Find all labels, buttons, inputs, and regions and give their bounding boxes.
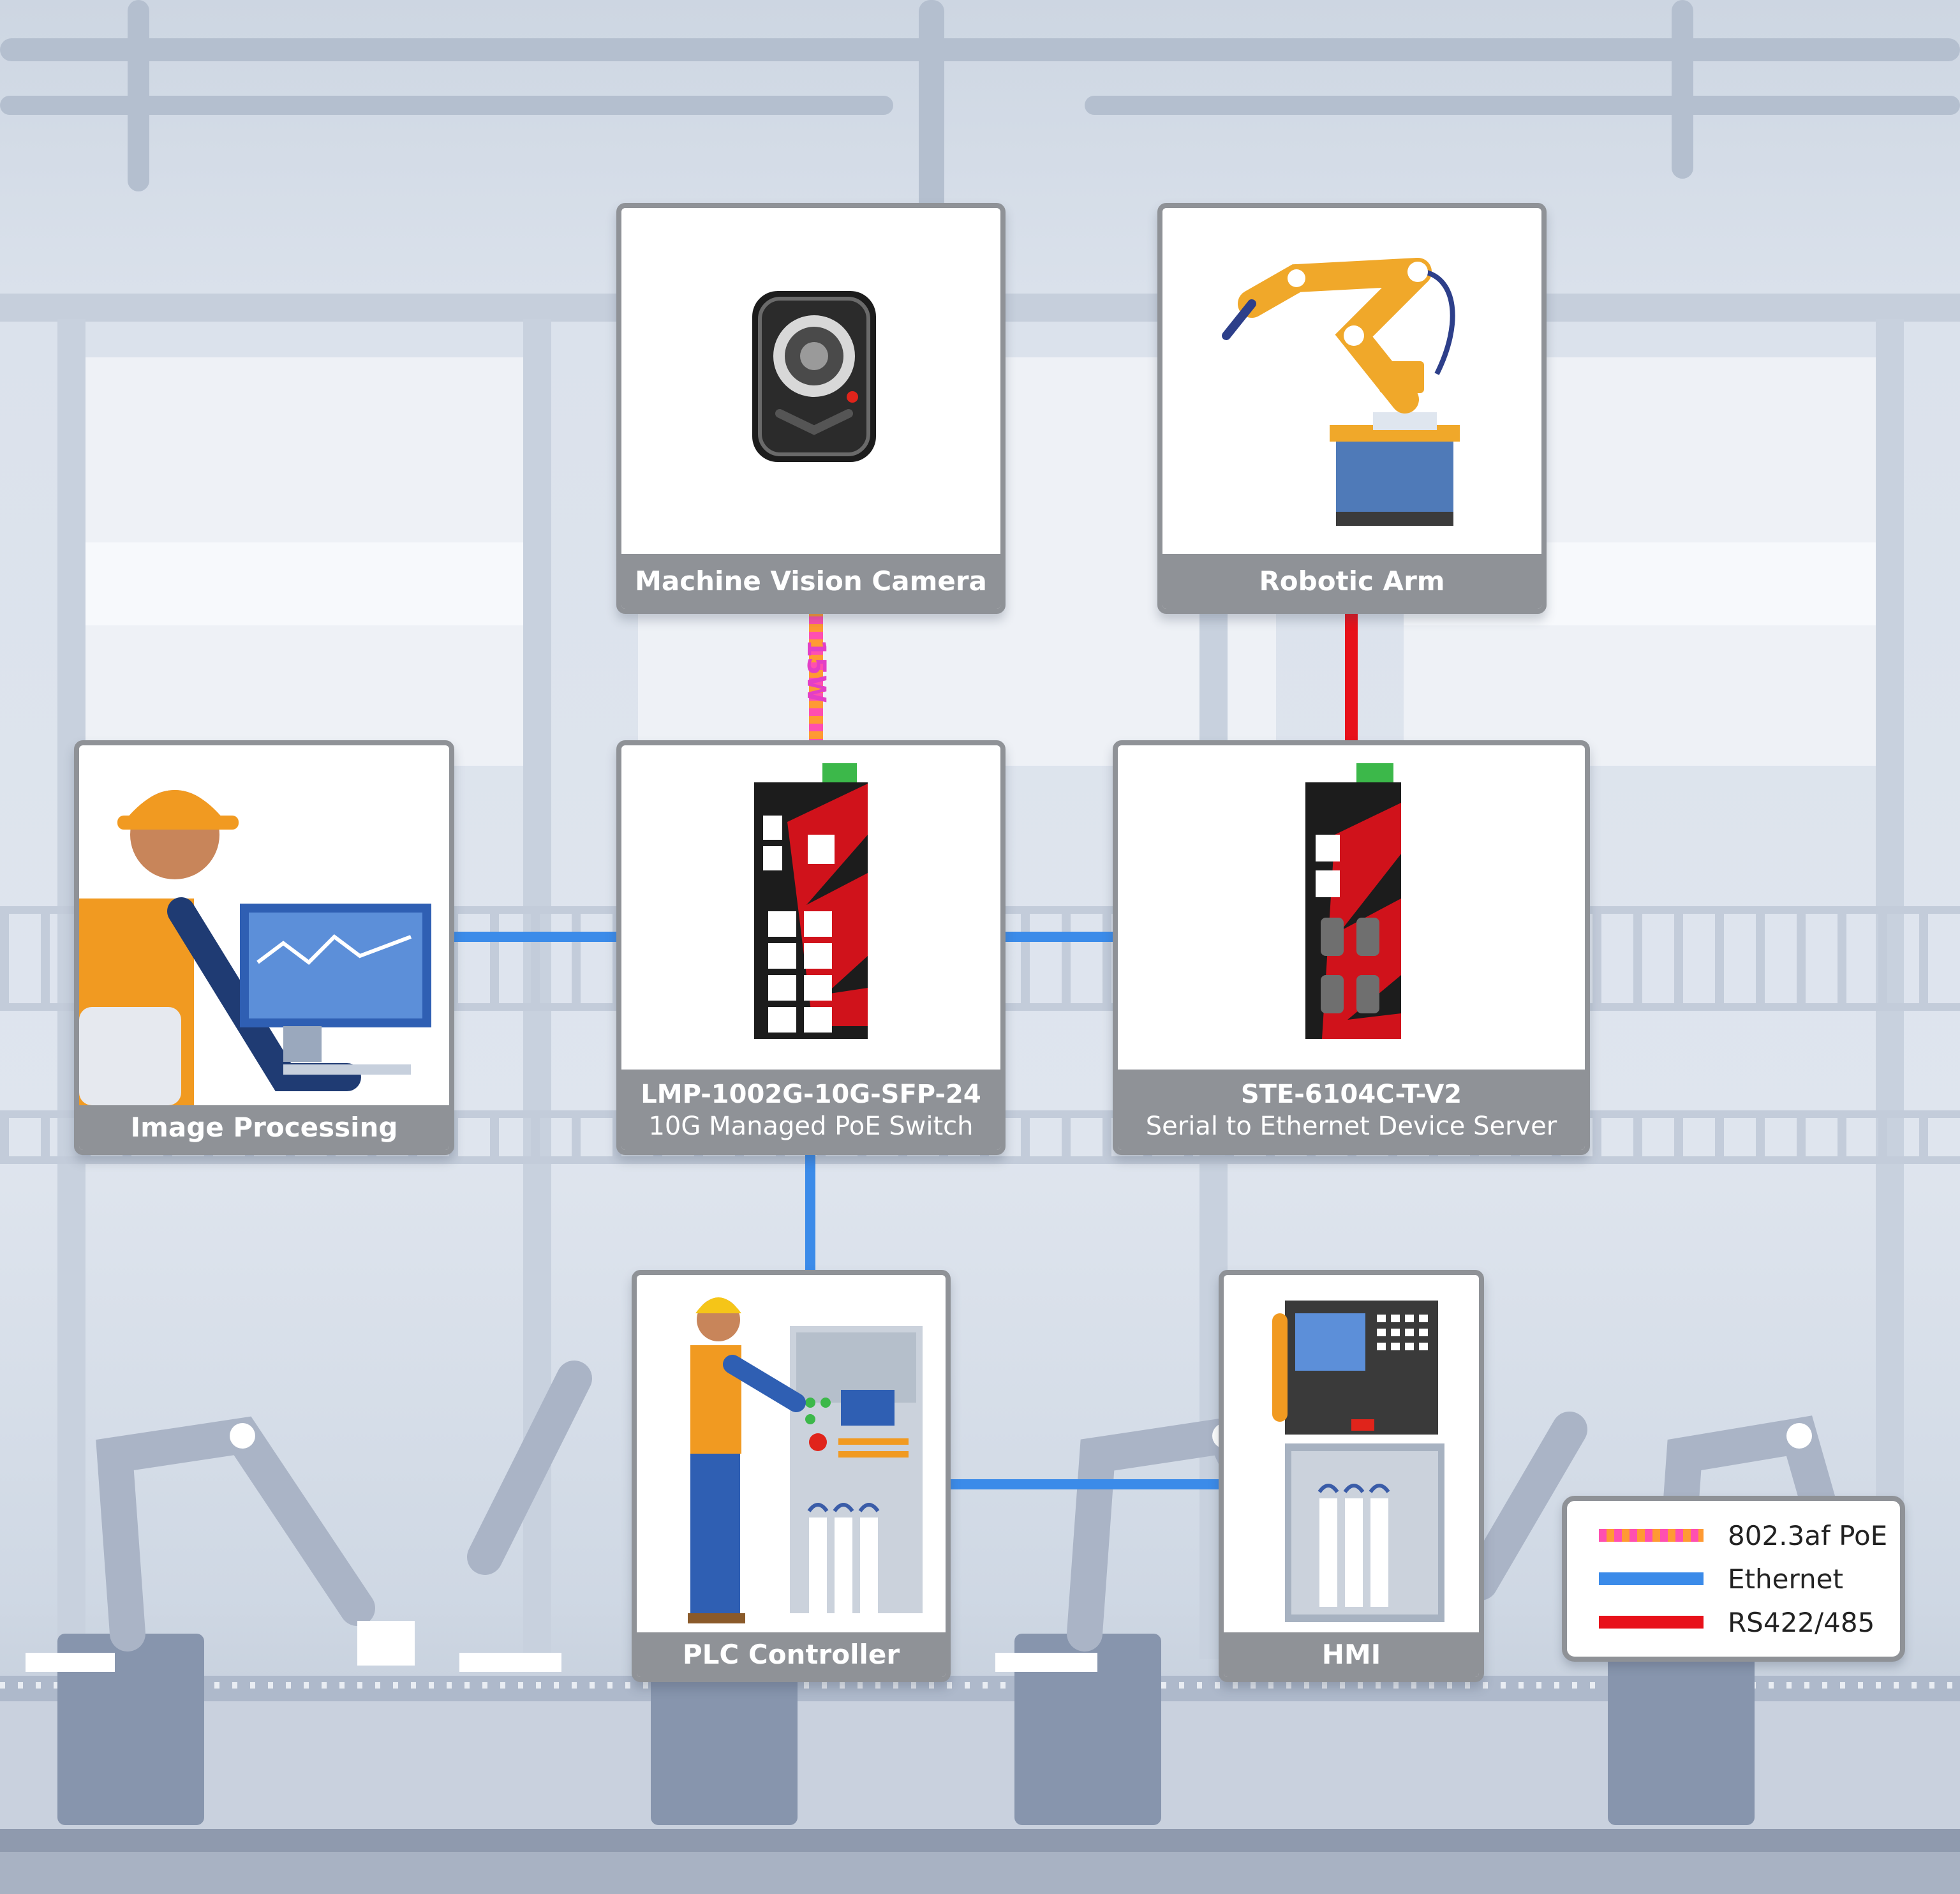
hmi-illustration — [1224, 1275, 1479, 1632]
library-label: Image Processing Library — [79, 1105, 449, 1150]
node-hmi[interactable]: HMI — [1219, 1270, 1484, 1682]
camera-label: Machine Vision Camera — [621, 554, 1000, 609]
node-plc-controller[interactable]: PLC Controller — [632, 1270, 951, 1682]
node-poe-switch[interactable]: LMP-1002G-10G-SFP-24 10G Managed PoE Swi… — [616, 740, 1006, 1155]
device-server-model: STE-6104C-T-V2 — [1240, 1080, 1462, 1109]
camera-illustration — [621, 208, 1000, 555]
node-device-server[interactable]: STE-6104C-T-V2 Serial to Ethernet Device… — [1113, 740, 1590, 1155]
hmi-label: HMI — [1224, 1632, 1479, 1677]
switch-illustration — [621, 745, 1000, 1070]
legend: 802.3af PoE Ethernet RS422/485 — [1562, 1496, 1905, 1662]
legend-swatch-rs — [1599, 1616, 1704, 1629]
link-camera-switch — [809, 613, 823, 747]
link-library-switch — [453, 932, 625, 942]
node-machine-vision-camera[interactable]: Machine Vision Camera — [616, 203, 1006, 614]
link-switch-server — [1002, 932, 1115, 942]
plc-label: PLC Controller — [637, 1632, 946, 1677]
library-illustration — [79, 745, 449, 1105]
legend-item-rs: RS422/485 — [1599, 1603, 1875, 1641]
legend-swatch-poe — [1599, 1529, 1704, 1542]
device-server-illustration — [1118, 745, 1585, 1070]
robotic-arm-label: Robotic Arm — [1162, 554, 1541, 609]
poe-power-label: 15W — [801, 639, 831, 703]
device-server-label: STE-6104C-T-V2 Serial to Ethernet Device… — [1118, 1070, 1585, 1150]
switch-model: LMP-1002G-10G-SFP-24 — [641, 1080, 981, 1109]
legend-label-ethernet: Ethernet — [1728, 1563, 1843, 1595]
legend-item-ethernet: Ethernet — [1599, 1560, 1843, 1598]
robotic-arm-illustration — [1162, 208, 1541, 555]
legend-label-rs: RS422/485 — [1728, 1606, 1875, 1638]
switch-label: LMP-1002G-10G-SFP-24 10G Managed PoE Swi… — [621, 1070, 1000, 1150]
node-robotic-arm[interactable]: Robotic Arm — [1157, 203, 1547, 614]
switch-description: 10G Managed PoE Switch — [648, 1112, 974, 1141]
link-switch-plc — [805, 1149, 815, 1276]
legend-item-poe: 802.3af PoE — [1599, 1516, 1887, 1555]
node-image-processing-library[interactable]: Image Processing Library — [74, 740, 454, 1155]
plc-illustration — [637, 1275, 946, 1632]
link-robot-server — [1345, 613, 1358, 747]
device-server-description: Serial to Ethernet Device Server — [1145, 1112, 1557, 1141]
link-plc-hmi — [951, 1479, 1219, 1489]
legend-swatch-ethernet — [1599, 1572, 1704, 1585]
legend-label-poe: 802.3af PoE — [1728, 1519, 1888, 1551]
